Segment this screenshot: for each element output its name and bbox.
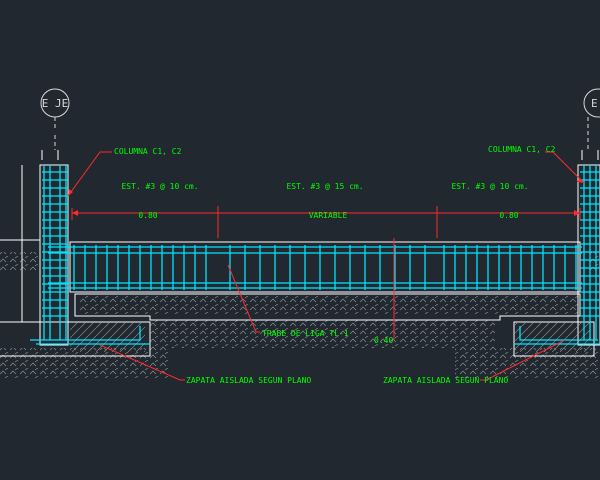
- stirrup-label-left: EST. #3 @ 10 cm.: [121, 182, 198, 191]
- column-label-right: COLUMNA C1, C2: [488, 145, 556, 154]
- axis-left-label: E JE: [42, 97, 69, 110]
- footing-hatch: [70, 322, 590, 352]
- dimension-center: VARIABLE: [309, 211, 348, 220]
- leader-lines: [67, 151, 585, 381]
- dimension-right: 0.80: [499, 211, 518, 220]
- right-column-rebar: [514, 165, 600, 345]
- beam-rebar: [48, 245, 582, 290]
- soil-hatch: [0, 252, 600, 378]
- footing-label-right: ZAPATA AISLADA SEGUN PLANO: [383, 376, 508, 385]
- footing-label-left: ZAPATA AISLADA SEGUN PLANO: [186, 376, 311, 385]
- column-label-left: COLUMNA C1, C2: [114, 147, 182, 156]
- axis-right-label: E: [591, 97, 598, 110]
- dimension-left: 0.80: [138, 211, 157, 220]
- left-column-rebar: [30, 165, 150, 345]
- stirrup-label-center: EST. #3 @ 15 cm.: [286, 182, 363, 191]
- axis-left: E JE: [40, 88, 70, 150]
- leader-arrows: [68, 178, 584, 216]
- dimension-height: 0.40: [374, 336, 393, 345]
- beam-label: TRABE DE LIGA TL-1: [262, 329, 349, 338]
- annotations: COLUMNA C1, C2 COLUMNA C1, C2 EST. #3 @ …: [114, 145, 556, 385]
- axis-right: E: [583, 88, 600, 150]
- stirrup-label-right: EST. #3 @ 10 cm.: [451, 182, 528, 191]
